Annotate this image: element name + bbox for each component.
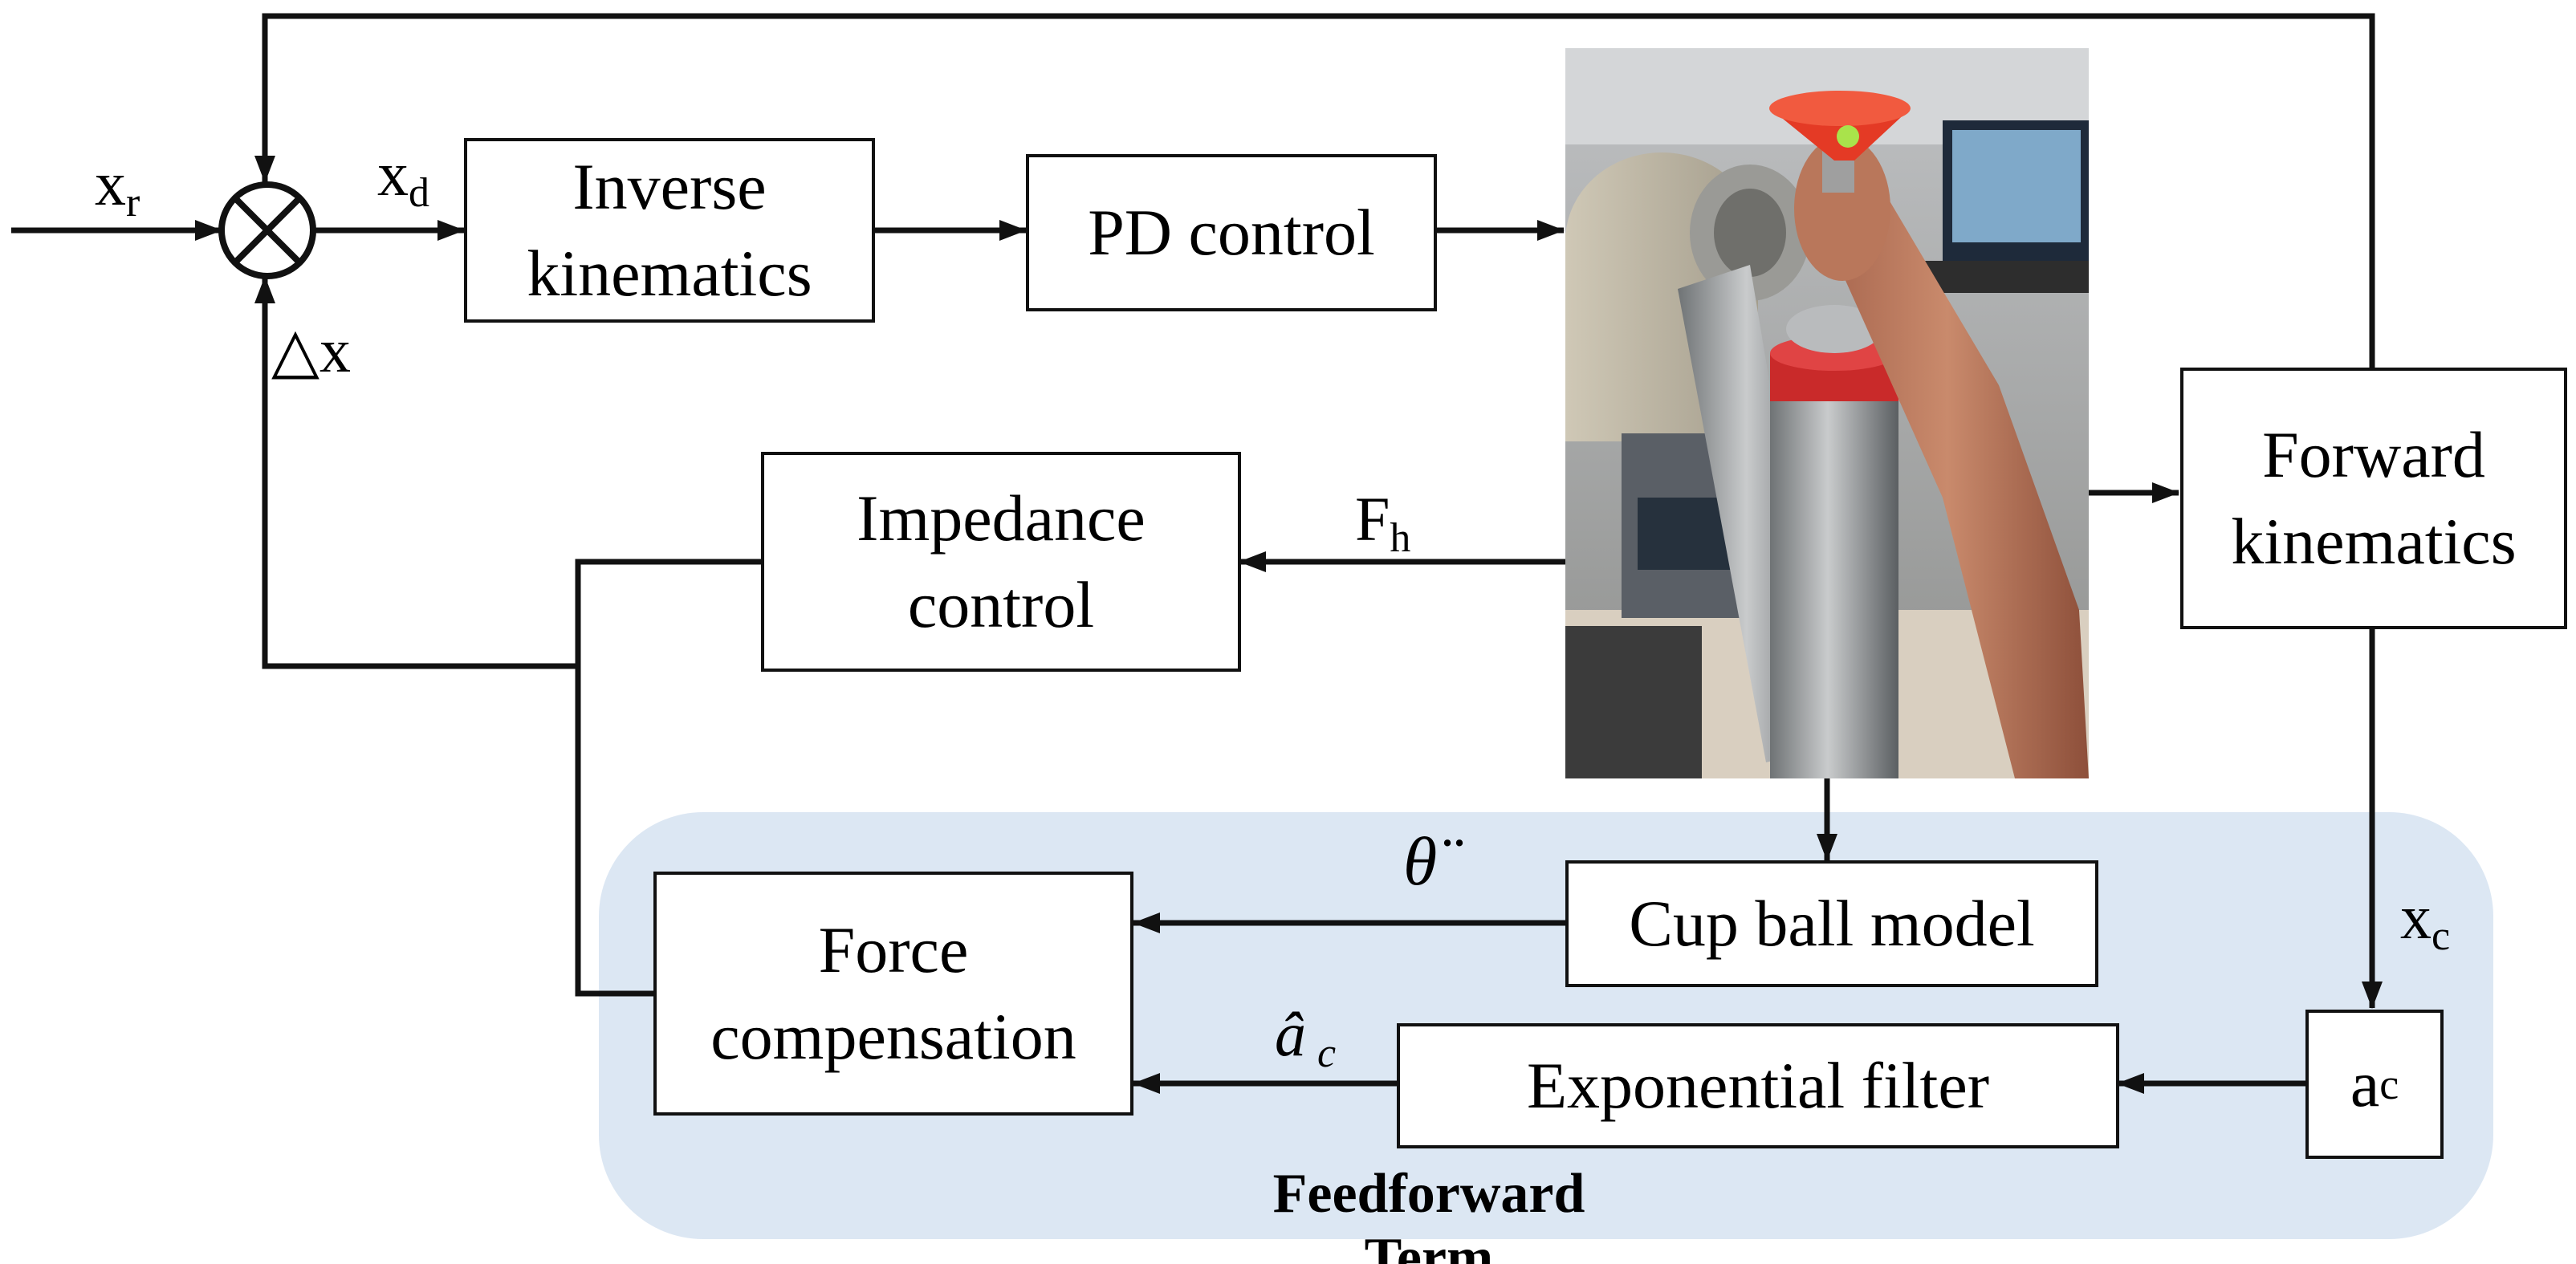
a-hat-c-main: â: [1275, 999, 1306, 1069]
exponential-filter-block: Exponential filter: [1397, 1023, 2119, 1148]
ac-block-sub: c: [2379, 1060, 2399, 1108]
fh-sub: h: [1390, 515, 1411, 561]
xr-main: x: [95, 148, 126, 218]
theta-ddot-label: θ̈: [1403, 823, 1438, 900]
a-hat-c-sub: c: [1317, 1030, 1337, 1076]
cup-ball-model-block: Cup ball model: [1565, 860, 2098, 987]
xd-sub: d: [409, 170, 429, 216]
xr-label: xr: [95, 152, 140, 224]
impedance-control-block: Impedance control: [761, 452, 1241, 672]
pd-control-block: PD control: [1026, 154, 1437, 311]
xd-main: x: [377, 139, 409, 209]
fh-main: F: [1355, 484, 1390, 554]
delta-x-label: △x: [271, 315, 351, 385]
forward-kinematics-block: Forward kinematics: [2180, 368, 2567, 629]
xc-main: x: [2400, 882, 2432, 952]
ac-block-main: a: [2350, 1047, 2380, 1120]
xr-sub: r: [126, 180, 140, 226]
force-comp-return-line: [575, 559, 761, 997]
force-compensation-block: Force compensation: [653, 872, 1133, 1116]
top-feedback-line: [254, 13, 2375, 368]
xc-label: xc: [2400, 886, 2450, 957]
robot-arm-cup-ball-photo-icon: [1565, 48, 2089, 778]
summing-junction: [218, 181, 316, 279]
robot-arm-photo: [1565, 48, 2089, 778]
feedforward-title: Feedforward Term: [1272, 1163, 1585, 1264]
inverse-kinematics-block: Inverse kinematics: [464, 138, 875, 323]
xc-sub: c: [2432, 913, 2451, 959]
fh-label: Fh: [1355, 488, 1410, 559]
xd-label: xd: [377, 143, 429, 214]
delta-x-line: [254, 276, 578, 669]
